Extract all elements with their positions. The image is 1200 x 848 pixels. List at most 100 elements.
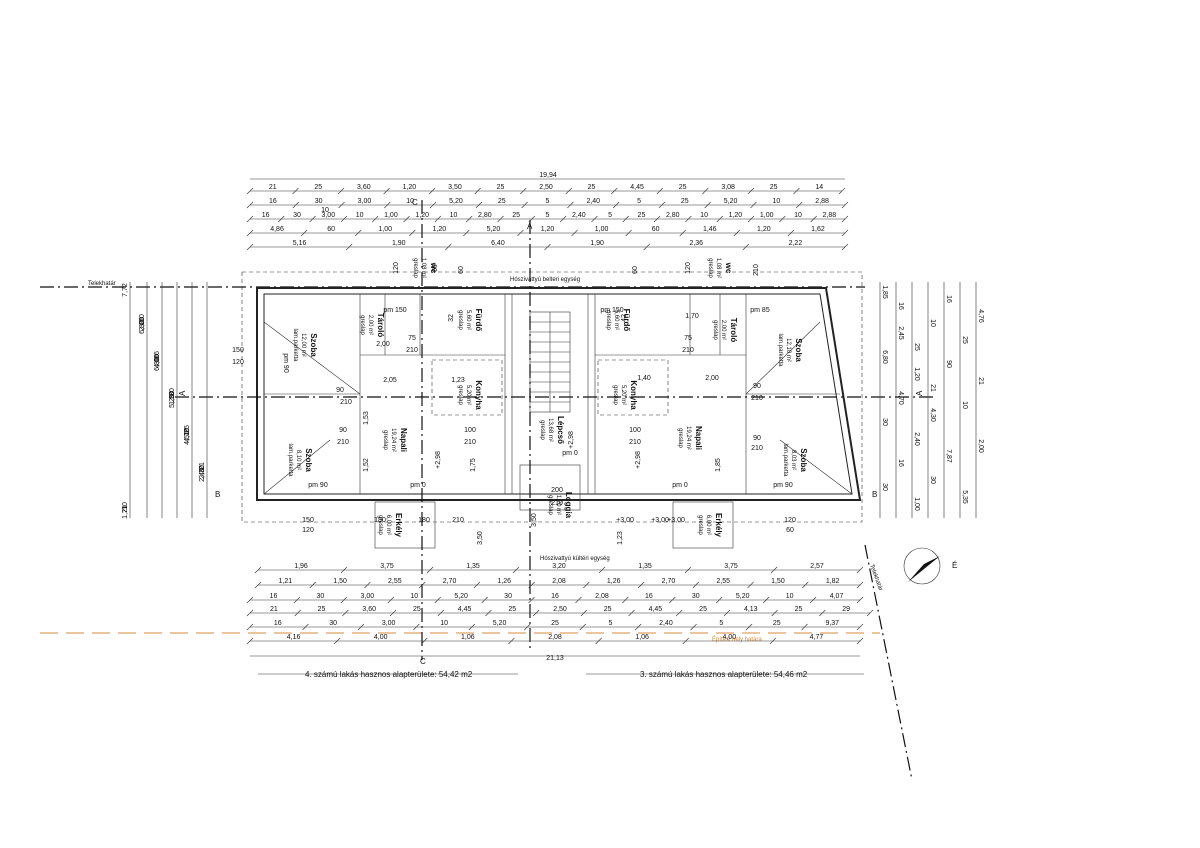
room-area: 5,20 m² [620,385,626,405]
dimension-label: 10 [321,207,329,214]
opening-label: +2,98 [435,451,442,469]
dimension-label: 4,51 [184,431,191,445]
dimension-label: 21 [977,377,984,385]
opening-label: 60 [458,266,465,274]
opening-label: 210 [340,399,352,406]
dimension-label: 60 [327,226,335,233]
room-floor: lam.parketta [782,443,788,477]
room-area: 19,24 m² [390,428,396,452]
dimension-label: 4,13 [744,606,758,613]
dimension-label: 2,80 [478,212,492,219]
dimension-label: 5,20 [724,198,738,205]
dimension-label: 1,96 [294,563,308,570]
dimension-label: 30 [315,198,323,205]
room-name: Loggia [564,492,573,519]
dimension-label: 5 [608,212,612,219]
dimension-label: 1,46 [703,226,717,233]
opening-label: 120 [784,517,796,524]
dimension-label: 3,00 [358,198,372,205]
dimension-label: 2,00 [139,317,146,331]
section-a-left: A [178,390,187,396]
dimension-label: 1,20 [913,367,920,381]
dimension-label: 30 [881,418,888,426]
dimension-label: 30 [692,593,700,600]
dimension-label: 10 [794,212,802,219]
room-area: 1,20 m² [555,495,561,515]
dimension-label: 25 [497,184,505,191]
opening-label: +3,00 [667,517,685,524]
room-floor: greslap [547,495,553,515]
dimension-label: 5,20 [487,226,501,233]
dimension-label: 2,57 [810,563,824,570]
opening-label: pm 0 [410,482,426,489]
dimension-label: 30 [929,476,936,484]
dimension-label: 4,45 [458,606,472,613]
dimension-label: 30 [169,388,176,396]
dimension-label: 25 [913,343,920,351]
room-floor: greslap [412,258,418,278]
opening-label: 60 [786,527,794,534]
room-name: wc [429,262,438,274]
opening-label: 210 [629,439,641,446]
dimension-label: 3,60 [357,184,371,191]
dimension-label: 1,62 [811,226,825,233]
dimension-label: 2,00 [977,439,984,453]
dimension-label: 1,85 [881,285,888,299]
section-a-top: A [527,222,533,231]
room-name: Napali [694,426,703,450]
dimension-label: 25 [512,212,520,219]
opening-label: 60 [432,264,439,272]
dimension-label: 25 [681,198,689,205]
dimension-label: 25 [638,212,646,219]
dimension-label: 25 [314,184,322,191]
dimension-label: 10 [139,314,146,322]
dimension-label: 2,80 [666,212,680,219]
room-name: Szoba [304,448,313,472]
dimension-label: 2,46 [199,468,206,482]
plot-border-label-2: Telekhatár [868,564,883,592]
summary-left: 4. számú lakás hasznos alapterülete: 54,… [305,670,473,679]
room-floor: greslap [457,385,463,405]
opening-label: 120 [685,262,692,274]
dimension-label: 4,76 [977,309,984,323]
dimension-label: 3,75 [380,563,394,570]
opening-label: 210 [751,395,763,402]
dimension-label: 1,21 [279,578,293,585]
dimension-label: 16 [897,302,904,310]
opening-label: pm 0 [672,482,688,489]
dimension-label: 2,08 [595,593,609,600]
dimension-label: 1,50 [169,391,176,405]
dimension-label: 3,08 [721,184,735,191]
dimension-label: 1,20 [415,212,429,219]
room-floor: greslap [712,320,718,340]
dimension-label: 16 [945,295,952,303]
dimension-label: 16 [269,198,277,205]
room-area: 2,00 m² [367,315,373,335]
opening-label: pm 85 [750,307,770,314]
dimension-label: 10 [786,593,794,600]
dimension-label: 21 [199,462,206,470]
dimension-label: 2,70 [662,578,676,585]
room-floor: lam.parketta [777,333,783,367]
dimension-label: 25 [679,184,687,191]
dimension-label: 1,90 [590,240,604,247]
dimension-label: 25 [184,425,191,433]
room-area: 5,20 m² [465,385,471,405]
left-dimensions: 7,726,806,805,264,512,461,712,004,001,50… [122,282,208,519]
dimension-label: 4,70 [897,391,904,405]
opening-label: 180 [374,517,386,524]
lift-outer-label: Hószivattyú kültéri egység [540,556,610,562]
dimension-label: 6,80 [154,357,161,371]
opening-label: 1,23 [617,531,624,545]
dimension-label: 1,00 [384,212,398,219]
room-name: Szoba [794,338,803,362]
room-area: 1,08 m² [420,258,426,278]
dimension-label: 30 [329,620,337,627]
dimension-label: 21 [122,505,129,513]
